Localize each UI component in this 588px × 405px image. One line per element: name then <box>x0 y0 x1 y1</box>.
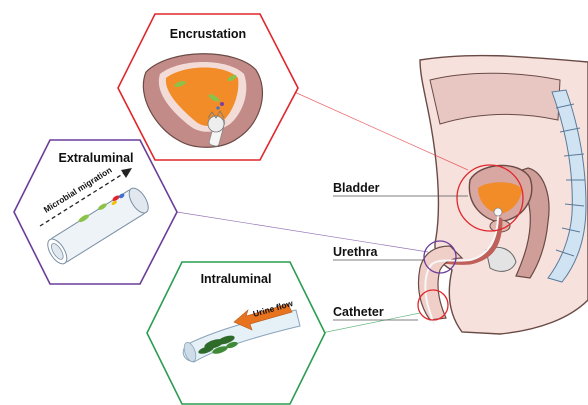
urethra-label: Urethra <box>333 245 379 259</box>
encrustation-title: Encrustation <box>170 27 246 41</box>
encrustation-panel: Encrustation <box>118 14 298 160</box>
bladder-label: Bladder <box>333 181 380 195</box>
extraluminal-panel: Extraluminal Microbial migration <box>14 140 177 284</box>
extraluminal-title: Extraluminal <box>58 151 133 165</box>
catheter-balloon <box>494 208 502 216</box>
intraluminal-panel: Intraluminal Urine flow <box>147 262 325 404</box>
catheter-label: Catheter <box>333 305 384 319</box>
biofilm-dot <box>220 102 224 106</box>
pelvic-anatomy <box>418 56 588 334</box>
intraluminal-title: Intraluminal <box>201 272 272 286</box>
biofilm-dot <box>216 106 219 109</box>
